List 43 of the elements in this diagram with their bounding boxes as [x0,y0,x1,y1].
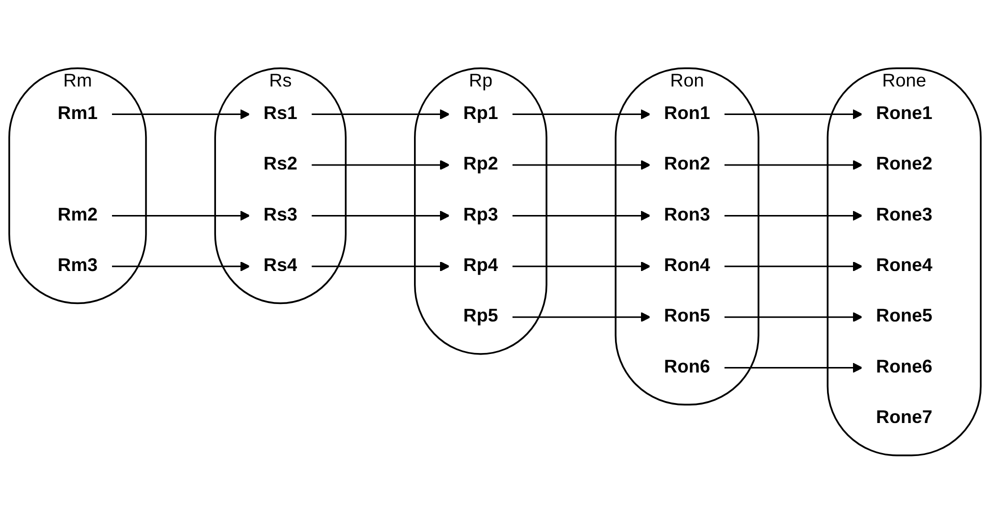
node-text: Ron6 [664,357,710,377]
node-text: Rp1 [463,104,498,124]
arrow [111,108,250,120]
node-text: Rone7 [876,408,932,428]
arrow [724,210,863,220]
node-text: Rone1 [876,104,932,124]
arrow [311,210,450,220]
arrow [724,312,863,322]
arrow [512,160,651,170]
arrow [111,261,250,272]
node-text: Rm3 [58,256,98,276]
node-text: Rp4 [463,256,498,276]
node-text: Rs2 [264,154,298,174]
node-text: Rp3 [463,205,498,225]
node-text: Rp5 [463,306,498,326]
node-text: Rp2 [463,154,498,174]
node-text: Rone3 [876,205,932,225]
arrow [724,160,863,170]
arrow [311,261,450,272]
arrow [724,261,863,272]
node-text: Ron5 [664,306,710,326]
node-text: Rs3 [264,205,298,225]
node-text: Ron3 [664,205,710,225]
arrow [111,210,250,220]
node-text: Rone2 [876,154,932,174]
node-text: Rone5 [876,306,932,326]
arrow [512,108,651,120]
node-text: Rone6 [876,357,932,377]
arrow [512,210,651,220]
arrow [724,362,863,373]
node-text: Rs1 [264,104,298,124]
node-text: Ron2 [664,154,710,174]
arrow [512,312,651,322]
node-text: Ron1 [664,104,710,124]
node-text: Ron4 [664,256,710,276]
node-text: Rone4 [876,256,932,276]
arrow [311,108,450,120]
arrow [512,261,651,272]
node-text: Rm1 [58,104,98,124]
node-text: Rm2 [58,205,98,225]
arrow [311,160,450,170]
arrow [724,108,863,120]
node-text: Rs4 [264,256,298,276]
